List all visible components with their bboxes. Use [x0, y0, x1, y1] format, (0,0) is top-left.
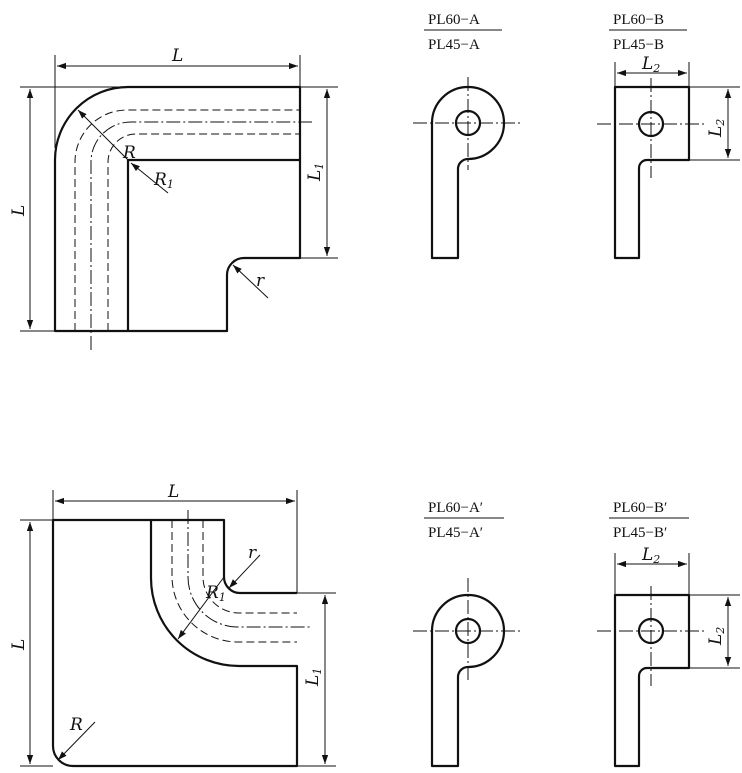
bottom-b-dim-label-L2-vertical: L2 [706, 627, 727, 646]
top-side-view-b: PL60−B PL45−B L2 L2 [597, 12, 740, 260]
bottom-elbow-outline [51, 518, 299, 768]
top-elbow-centerline [90, 121, 312, 350]
top-side-view-a: PL60−A PL45−A [413, 12, 523, 260]
top-dim-line-r [232, 264, 269, 299]
top-a-code-numerator: PL60−A [428, 12, 480, 28]
bottom-side-view-b: PL60−B′ PL45−B′ L2 L2 [597, 500, 740, 768]
top-b-dim-label-L2-vertical: L2 [706, 119, 727, 138]
bottom-a-code-denominator: PL45−A′ [428, 525, 483, 541]
top-dim-label-r: r [256, 271, 265, 291]
bottom-elbow-centerline [187, 510, 310, 628]
top-elbow-outline [53, 85, 302, 333]
bottom-b-code-numerator: PL60−B′ [613, 500, 667, 516]
bottom-a-lug-outline [430, 593, 506, 768]
bottom-dim-line-R1 [177, 576, 225, 640]
top-dim-label-L-horizontal: L [171, 46, 183, 66]
top-elbow-view: L L L1 R R1 r [9, 46, 338, 350]
top-dim-line-R [77, 109, 129, 161]
top-a-code-denominator: PL45−A [428, 37, 480, 53]
bottom-dim-label-R1: R1 [205, 583, 226, 604]
bottom-elbow-view: L L L1 R1 r R [9, 482, 336, 768]
top-b-dim-label-L2-horizontal: L2 [641, 54, 660, 75]
top-dim-line-R1 [130, 162, 169, 194]
bottom-dim-line-R-corner [57, 721, 96, 761]
bottom-elbow-inner-edge [151, 518, 297, 595]
bottom-b-code-denominator: PL45−B′ [613, 525, 667, 541]
bottom-dim-label-R-corner: R [69, 715, 83, 735]
bottom-dim-line-r [228, 554, 261, 589]
top-b-code-numerator: PL60−B [613, 12, 664, 28]
bottom-dim-label-L-horizontal: L [167, 482, 179, 502]
bottom-side-view-a: PL60−A′ PL45−A′ [413, 500, 523, 768]
top-dim-label-L-vertical: L [9, 205, 29, 217]
bottom-dim-label-r: r [248, 543, 257, 563]
top-dim-label-L1: L1 [305, 163, 326, 182]
top-b-lug-outline [613, 85, 691, 260]
top-dim-label-R: R [122, 143, 136, 163]
top-dim-label-R1: R1 [153, 170, 174, 191]
bottom-dim-label-L-vertical: L [9, 639, 29, 651]
top-elbow-inner-edge [126, 158, 300, 331]
top-elbow-hidden-line-outer [74, 109, 300, 331]
top-elbow-hidden-line-inner [107, 133, 300, 331]
bottom-elbow-hidden-line-inner [202, 520, 297, 614]
bottom-elbow-hidden-line-outer [171, 520, 297, 643]
top-a-lug-outline [430, 85, 506, 260]
bottom-dim-label-L1: L1 [303, 668, 324, 687]
bottom-a-code-numerator: PL60−A′ [428, 500, 483, 516]
bottom-b-lug-outline [613, 593, 691, 768]
top-b-code-denominator: PL45−B [613, 37, 664, 53]
bottom-b-dim-label-L2-horizontal: L2 [641, 545, 660, 566]
